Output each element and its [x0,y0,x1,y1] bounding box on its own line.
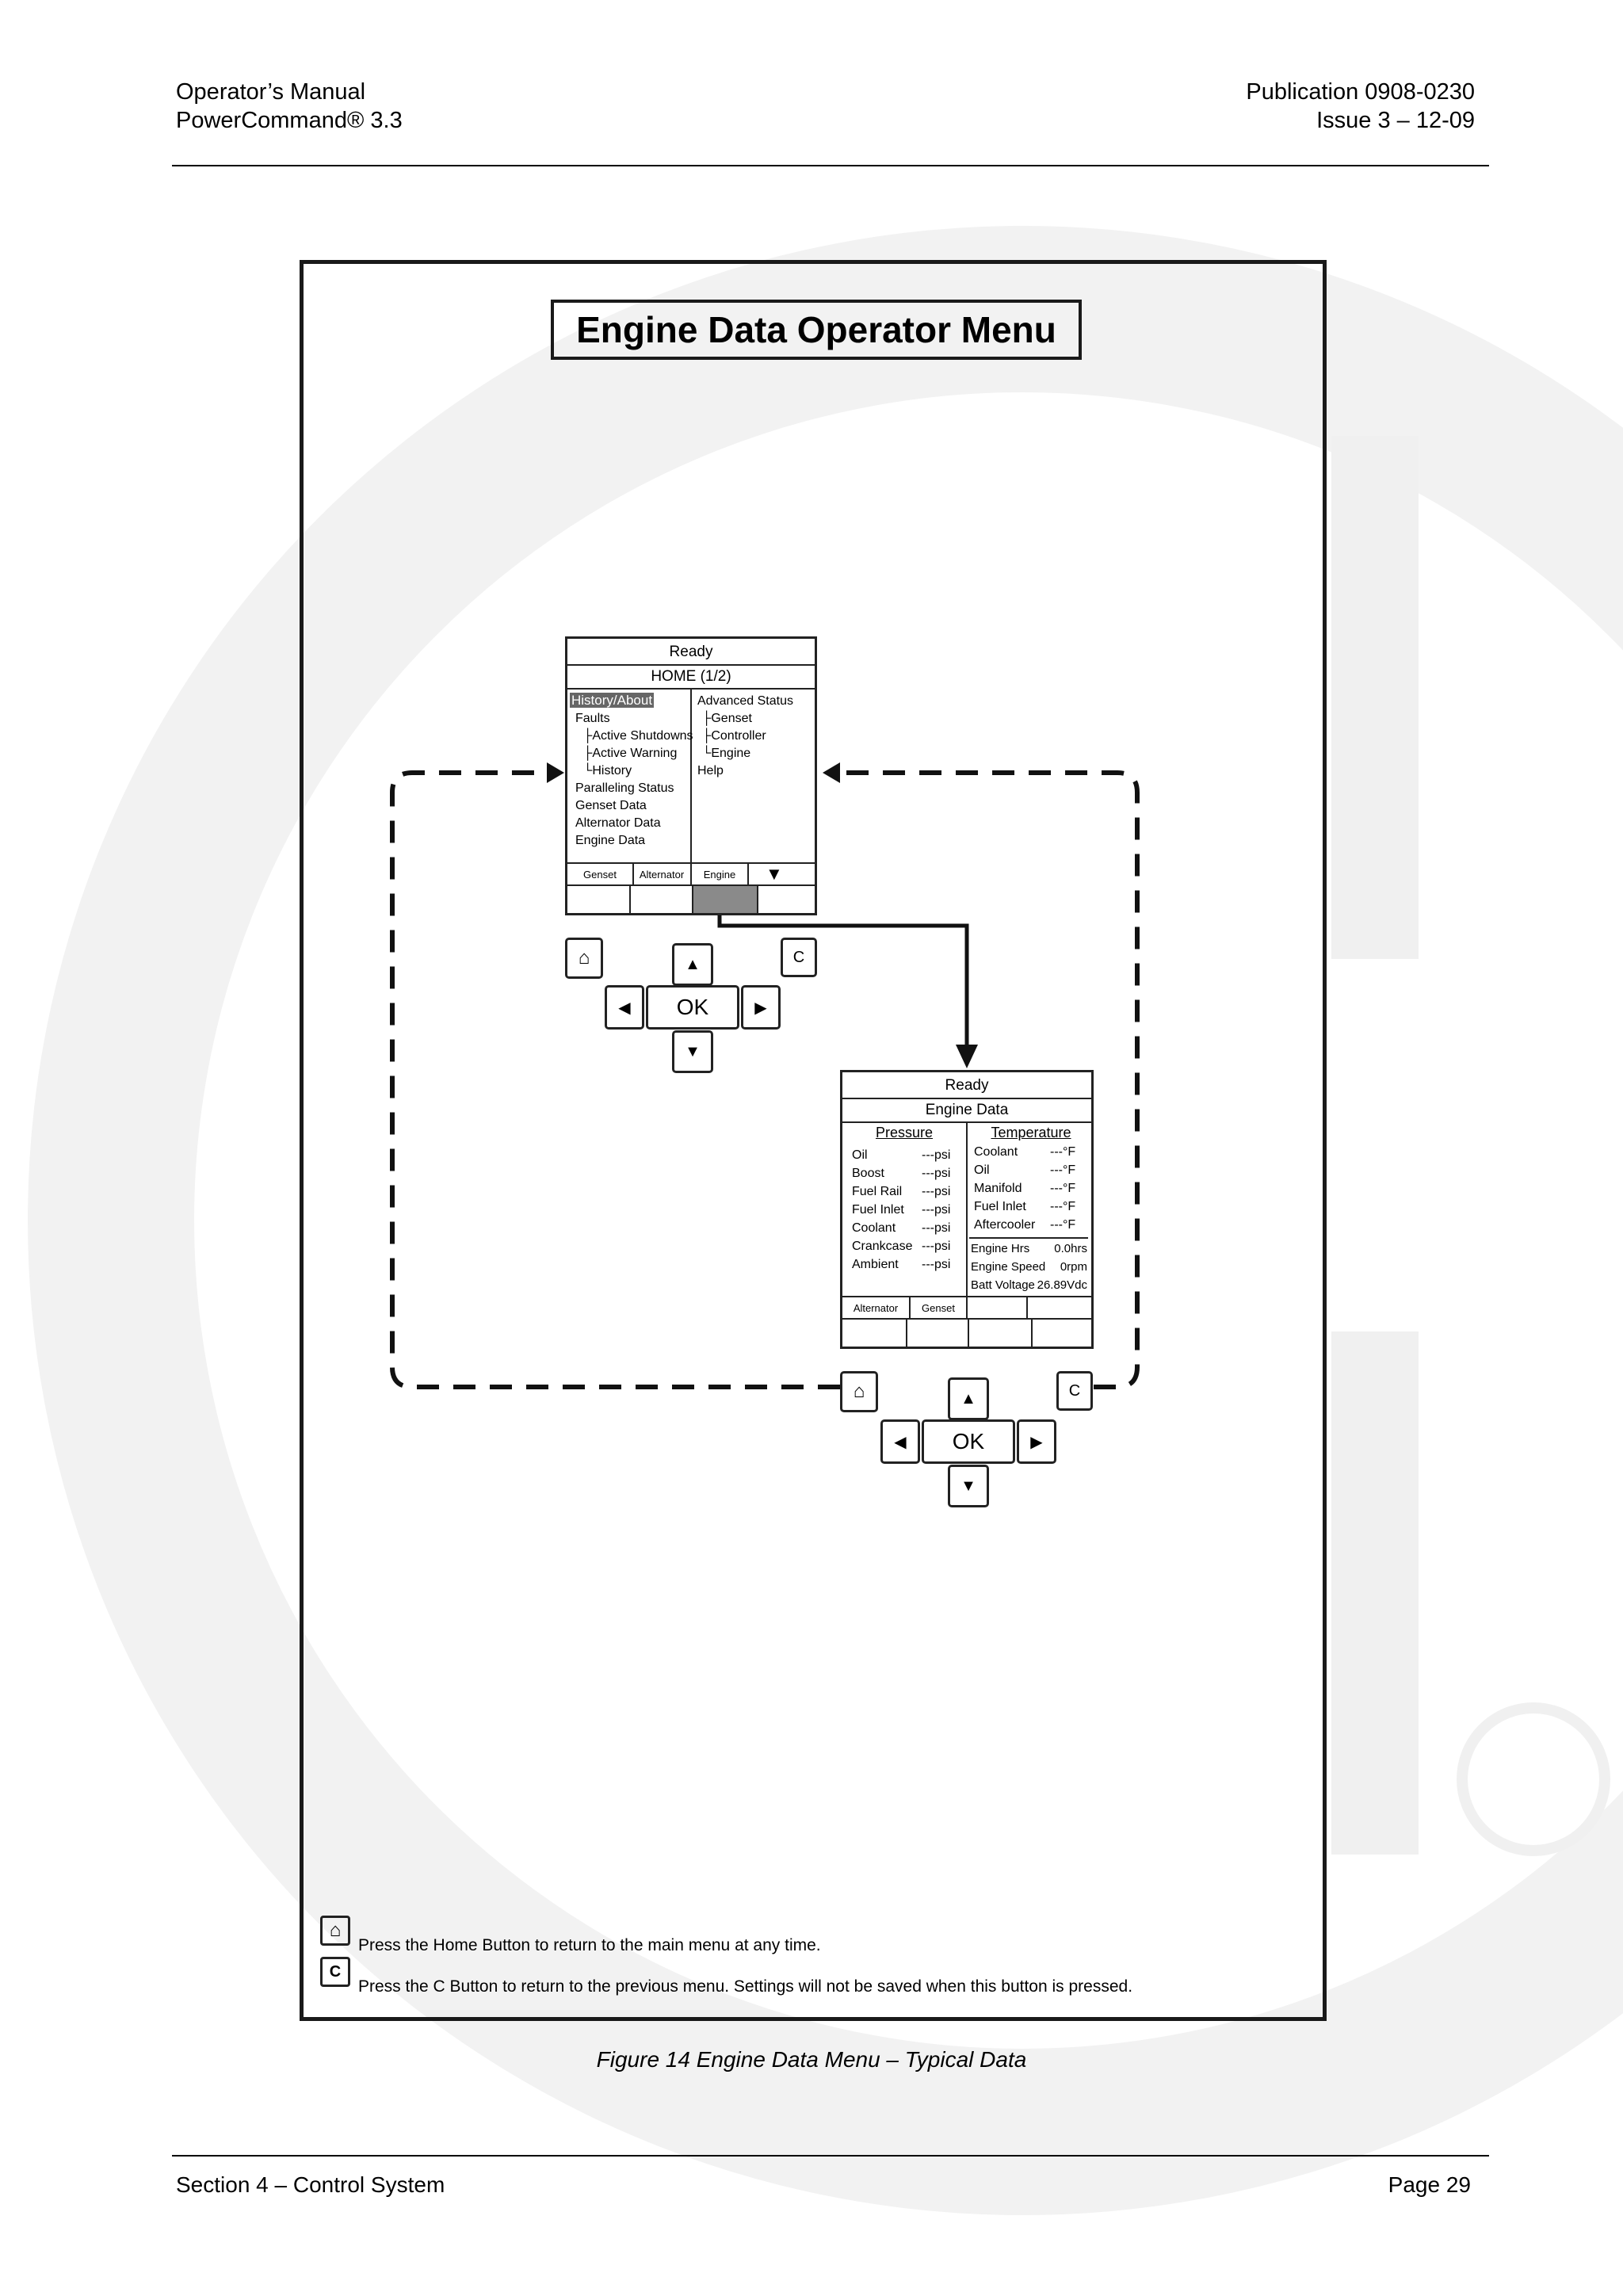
c-button[interactable]: C [781,938,817,977]
down-button[interactable]: ▼ [948,1465,989,1507]
up-button[interactable]: ▲ [948,1377,989,1420]
return-path-left [390,770,840,1389]
pressure-value: ---psi [922,1185,951,1198]
menu-history-about[interactable]: History/About [570,693,655,708]
menu-faults[interactable]: Faults [575,712,610,725]
pressure-value: ---psi [922,1167,951,1180]
pressure-label: Fuel Inlet [852,1203,904,1217]
pressure-label: Boost [852,1167,884,1180]
menu-active-warning[interactable]: ├Active Warning [583,747,678,760]
menu-history[interactable]: └History [583,764,632,777]
pressure-label: Fuel Rail [852,1185,903,1198]
ok-button[interactable]: OK [646,985,739,1030]
pressure-value: ---psi [922,1240,951,1253]
temperature-label: Aftercooler [974,1218,1036,1232]
summary-label: Engine Speed [971,1260,1046,1274]
temperature-label: Manifold [974,1182,1022,1195]
home-button[interactable]: ⌂ [840,1371,878,1412]
footer-rule [172,2155,1489,2157]
temperature-value: ---°F [1050,1182,1076,1195]
softkey-genset-label: Genset [583,869,617,881]
home-icon: ⌂ [320,1916,350,1946]
softkey-alternator-label: Alternator [639,869,685,881]
arrow-into-home-right [823,762,840,783]
menu-advanced-status[interactable]: Advanced Status [697,694,793,708]
ok-button[interactable]: OK [922,1419,1015,1464]
publication-number: Publication 0908-0230 [1246,79,1475,105]
header-right: Publication 0908-0230 Issue 3 – 12-09 [1246,78,1475,135]
footer-section: Section 4 – Control System [176,2172,445,2197]
menu-genset-data[interactable]: Genset Data [575,799,647,812]
c-icon: C [320,1957,350,1987]
pressure-value: ---psi [922,1148,951,1162]
scroll-down-icon[interactable]: ▼ [766,864,783,884]
summary-value: 26.89Vdc [1037,1278,1087,1292]
temperature-label: Coolant [974,1145,1018,1159]
pressure-value: ---psi [922,1221,951,1235]
temperature-value: ---°F [1050,1163,1076,1177]
product-name: PowerCommand® 3.3 [176,108,403,133]
return-path-right [840,770,1140,1389]
engine-title: Engine Data [925,1102,1009,1118]
figure-frame [300,260,1327,2021]
menu-controller[interactable]: ├Controller [702,729,766,743]
down-button[interactable]: ▼ [672,1030,713,1073]
manual-title: Operator’s Manual [176,79,366,105]
summary-label: Engine Hrs [971,1242,1030,1255]
softkey-genset-label: Genset [922,1302,955,1314]
menu-engine-data[interactable]: Engine Data [575,834,646,847]
engine-status: Ready [945,1077,989,1094]
left-button[interactable]: ◀ [880,1419,920,1464]
temperature-header: Temperature [991,1125,1071,1140]
engine-data-screen: Ready Engine Data Pressure Temperature O… [840,1070,1094,1349]
right-button[interactable]: ▶ [1017,1419,1056,1464]
up-button[interactable]: ▲ [672,943,713,986]
summary-value: 0.0hrs [1054,1242,1087,1255]
pressure-label: Ambient [852,1258,899,1271]
legend-home-text: Press the Home Button to return to the m… [358,1936,821,1954]
softkey-engine-pressed[interactable] [692,886,757,913]
menu-alternator-data[interactable]: Alternator Data [575,816,661,830]
pressure-value: ---psi [922,1258,951,1271]
arrow-into-engine-screen [956,1045,978,1068]
menu-active-shutdowns[interactable]: ├Active Shutdowns [583,729,693,743]
temperature-label: Oil [974,1163,990,1177]
temperature-value: ---°F [1050,1200,1076,1213]
pressure-label: Coolant [852,1221,896,1235]
engine-key-link [717,911,969,1048]
temperature-label: Fuel Inlet [974,1200,1026,1213]
home-button[interactable]: ⌂ [565,938,603,979]
home-screen: Ready HOME (1/2) History/About Faults ├A… [565,636,817,915]
summary-label: Batt Voltage [971,1278,1035,1292]
pressure-label: Oil [852,1148,868,1162]
issue-date: Issue 3 – 12-09 [1316,108,1475,133]
pressure-header: Pressure [875,1125,934,1140]
right-button[interactable]: ▶ [741,985,781,1030]
menu-paralleling-status[interactable]: Paralleling Status [575,781,674,795]
c-button[interactable]: C [1056,1371,1093,1411]
header-rule [172,165,1489,166]
summary-value: 0rpm [1060,1260,1087,1274]
legend-c-text: Press the C Button to return to the prev… [358,1977,1133,1996]
arrow-into-home-left [547,762,564,783]
pressure-value: ---psi [922,1203,951,1217]
footer-page-number: Page 29 [1388,2172,1471,2197]
temperature-value: ---°F [1050,1145,1076,1159]
figure-title: Engine Data Operator Menu [551,300,1082,360]
home-status: Ready [669,644,713,660]
softkey-alternator-label: Alternator [853,1302,899,1314]
menu-genset[interactable]: ├Genset [702,712,752,725]
menu-help[interactable]: Help [697,764,724,777]
home-title: HOME (1/2) [651,668,731,685]
header-left: Operator’s Manual PowerCommand® 3.3 [176,78,403,135]
pressure-label: Crankcase [852,1240,913,1253]
temperature-value: ---°F [1050,1218,1076,1232]
left-button[interactable]: ◀ [605,985,644,1030]
menu-engine[interactable]: └Engine [702,747,751,760]
figure-caption: Figure 14 Engine Data Menu – Typical Dat… [596,2047,1027,2072]
softkey-engine-label: Engine [703,869,736,881]
